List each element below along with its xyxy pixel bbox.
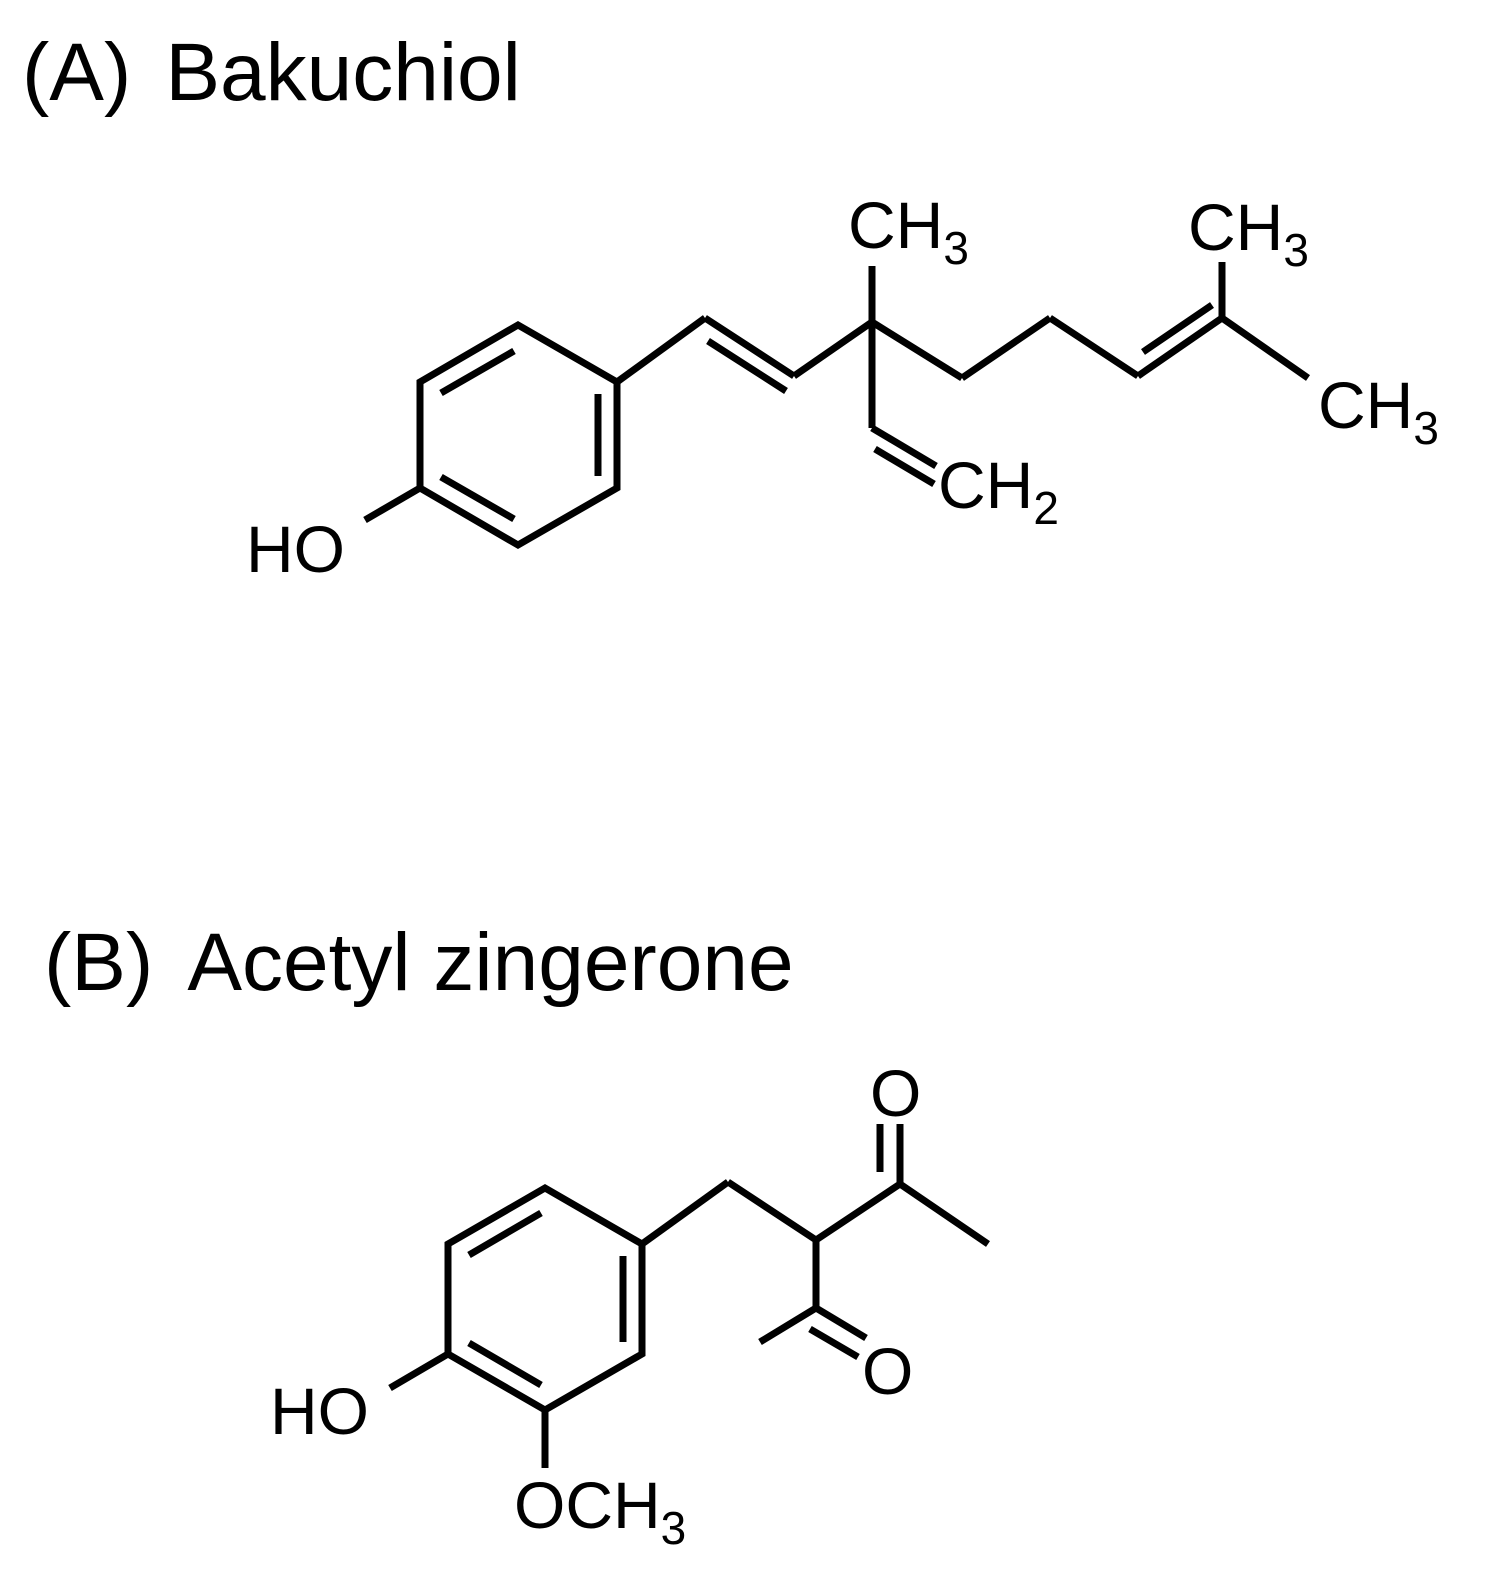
bakuchiol-trisubstituted-alkene-second [1141, 302, 1214, 355]
acetyl-zingerone-lower-methyl [758, 1305, 818, 1345]
acetyl-zingerone-methoxy-label: OCH3 [514, 1468, 686, 1554]
bakuchiol-styryl-bond [614, 315, 708, 385]
bakuchiol-to-quaternary [792, 319, 874, 379]
bakuchiol-terminal-methyl-right [1219, 315, 1311, 381]
bakuchiol-hydroxyl-label: HO [246, 512, 345, 586]
bakuchiol-alkene-second-line [706, 338, 788, 394]
bakuchiol-trisubstituted-alkene [1136, 315, 1224, 379]
panel-a-letter: (A) [22, 27, 132, 118]
acetyl-zingerone-ring-inner-bond-1 [467, 1209, 543, 1259]
panel-b-compound-name: Acetyl zingerone [187, 917, 794, 1008]
acetyl-zingerone-lower-co-1 [814, 1304, 868, 1342]
acetyl-zingerone-ch2-ch-bond [726, 1179, 818, 1243]
acetyl-zingerone-oxygen-top-label: O [870, 1056, 921, 1130]
acetyl-zingerone-upper-methyl [898, 1181, 990, 1247]
bakuchiol-chain-2 [960, 315, 1052, 381]
panel-b-title: (B)Acetyl zingerone [44, 922, 794, 1004]
acetyl-zingerone-benzyl-bond [639, 1179, 731, 1247]
bakuchiol-vinyl-double-1 [870, 424, 938, 470]
acetyl-zingerone-ring-inner-bond-3 [467, 1339, 543, 1389]
acetyl-zingerone-o-bond [388, 1350, 450, 1392]
bakuchiol-benzene-ring [416, 320, 621, 550]
bakuchiol-vinyl-double-2 [873, 445, 936, 488]
bakuchiol-methyl-top-label: CH3 [848, 188, 969, 274]
acetyl-zingerone-hydroxyl-label: HO [270, 1374, 369, 1448]
bakuchiol-chain-3 [1048, 315, 1140, 379]
bakuchiol-ring-inner-bond-3 [439, 473, 516, 523]
acetyl-zingerone-benzene-ring [444, 1183, 646, 1415]
bakuchiol-methyl-right-top-label: CH3 [1188, 190, 1309, 276]
acetyl-zingerone-ring-outline [444, 1183, 646, 1415]
acetyl-zingerone-lower-co-2 [808, 1325, 860, 1361]
bakuchiol-o-bond [363, 484, 422, 524]
bakuchiol-vinyl-label: CH2 [938, 448, 1059, 534]
panel-a-compound-name: Bakuchiol [165, 27, 521, 118]
bakuchiol-alkene-bond [703, 315, 796, 379]
bakuchiol-methyl-right-bottom-label: CH3 [1318, 368, 1439, 454]
acetyl-zingerone-oxygen-bottom-label: O [862, 1334, 913, 1408]
bakuchiol-structure: HO CH3 CH3 CH3 CH2 [246, 188, 1439, 586]
bakuchiol-chain-1 [870, 319, 964, 381]
bakuchiol-ring-inner-bond-1 [439, 347, 516, 397]
acetyl-zingerone-structure: HO OCH3 O O [270, 1056, 990, 1554]
panel-b-letter: (B) [44, 917, 154, 1008]
bakuchiol-ring-outline [416, 320, 621, 550]
acetyl-zingerone-ch-to-upper-carbonyl [814, 1181, 902, 1243]
panel-a-title: (A)Bakuchiol [22, 32, 521, 114]
